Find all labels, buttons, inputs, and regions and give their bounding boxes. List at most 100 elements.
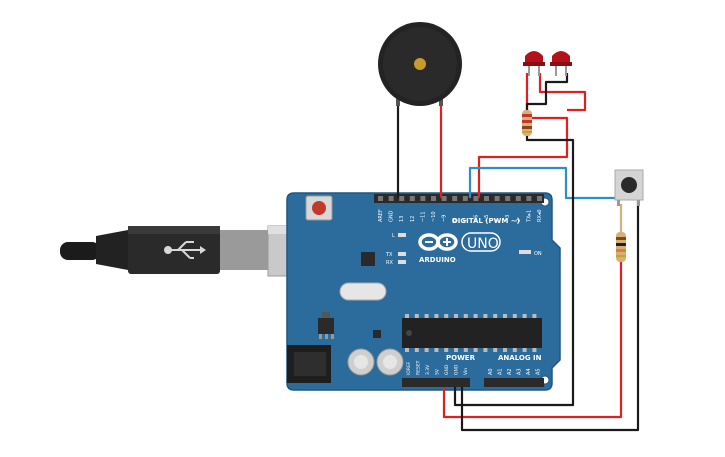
chip-pin	[512, 314, 517, 318]
power-pin-label: Vin	[463, 368, 469, 375]
header-pin[interactable]	[462, 196, 468, 201]
header-pin[interactable]	[484, 196, 489, 201]
digital-pin-label: ~5	[484, 215, 490, 222]
capacitor	[347, 348, 375, 376]
tx-led	[398, 252, 406, 256]
chip-pin	[454, 348, 458, 352]
digital-label: DIGITAL (PWM ~)	[452, 217, 520, 225]
rx-led	[398, 260, 406, 264]
chip-pin	[493, 314, 498, 318]
brand-text: ARDUINO	[419, 256, 456, 264]
chip-pin	[434, 314, 439, 318]
analog-pin-label: A5	[536, 368, 542, 375]
on-led	[519, 250, 531, 254]
chip-pin	[493, 348, 498, 352]
chip-pin	[424, 314, 429, 318]
digital-pin-label: ~11	[420, 211, 426, 222]
chip-pin	[405, 314, 409, 318]
usb-plug-bevel	[128, 226, 220, 234]
chip-pin	[483, 348, 488, 352]
chip-pin	[405, 348, 409, 352]
analog-header	[484, 378, 544, 387]
atmega-microcontroller	[402, 314, 542, 352]
chip-pin	[473, 348, 478, 352]
digital-pin-label: 2	[516, 219, 522, 222]
red-led-icon[interactable]	[550, 51, 572, 76]
chip-pin	[444, 314, 449, 318]
wire-led-anode[interactable]	[538, 73, 587, 112]
header-pin[interactable]	[420, 196, 426, 201]
header-pin[interactable]	[452, 196, 458, 201]
header-pin[interactable]	[409, 196, 415, 201]
analog-pin-label: A2	[507, 368, 513, 375]
header-pin[interactable]	[431, 196, 436, 201]
header-pin[interactable]	[388, 196, 394, 201]
pushbutton-icon[interactable]	[614, 169, 644, 206]
power-header	[402, 378, 470, 387]
header-pin[interactable]	[526, 196, 532, 201]
chip-pin	[473, 314, 478, 318]
digital-pin-label: ~6	[473, 215, 479, 222]
usb-plug-connector	[220, 230, 268, 270]
uno-badge	[461, 232, 501, 252]
digital-header	[374, 194, 544, 203]
digital-pin-label: ~3	[505, 215, 511, 222]
digital-pin-label: GND	[389, 210, 395, 222]
resistor-icon[interactable]	[522, 110, 532, 136]
chip-pin	[503, 314, 507, 318]
usb-cable-wire	[60, 242, 100, 260]
smd-component	[373, 330, 381, 338]
on-label: ON	[534, 251, 542, 257]
chip-pin	[414, 348, 419, 352]
header-pin[interactable]	[494, 196, 500, 201]
chip-pin	[483, 314, 488, 318]
wire-pin7-button[interactable]	[468, 166, 616, 200]
analog-pin-label: A1	[498, 368, 504, 375]
piezo-buzzer-icon[interactable]	[378, 22, 462, 106]
reset-button[interactable]	[305, 195, 333, 221]
usb-chip	[361, 252, 375, 266]
chip-pin	[434, 348, 439, 352]
header-pin[interactable]	[473, 196, 479, 201]
header-pin[interactable]	[378, 196, 383, 201]
usb-cable-boot	[96, 230, 128, 270]
capacitor	[376, 348, 404, 376]
chip-pin	[463, 314, 468, 318]
digital-pin-label: RX◂0	[537, 209, 543, 222]
resistor-icon[interactable]	[616, 232, 626, 262]
header-pin[interactable]	[537, 196, 542, 201]
crystal-oscillator	[339, 282, 387, 301]
dc-barrel-jack[interactable]	[287, 345, 331, 383]
power-pin-label: RESET	[416, 360, 422, 375]
power-pin-label: 3.3V	[425, 364, 431, 375]
voltage-regulator	[318, 312, 334, 339]
analog-pin-label: A3	[517, 368, 523, 375]
analog-pin-label: A4	[526, 368, 532, 375]
wire-button-gnd[interactable]	[460, 198, 640, 432]
usb-icon	[164, 241, 206, 259]
power-pin-label: GND	[444, 364, 450, 375]
header-pin[interactable]	[505, 196, 511, 201]
header-pin[interactable]	[399, 196, 405, 201]
chip-pin	[512, 348, 517, 352]
wire-button-5v[interactable]	[442, 262, 623, 419]
chip-pin	[522, 348, 527, 352]
header-pin[interactable]	[515, 196, 521, 201]
chip-pin	[414, 314, 419, 318]
power-pin-label: IOREF	[406, 361, 412, 375]
digital-pin-label: ~9	[442, 215, 448, 222]
digital-pin-label: ~10	[431, 211, 437, 222]
arduino-logo-icon	[418, 233, 458, 251]
chip-pin	[424, 348, 429, 352]
digital-pin-label: AREF	[378, 209, 384, 222]
red-led-icon[interactable]	[523, 51, 545, 76]
rx-led-label: RX	[386, 260, 393, 266]
header-pin[interactable]	[441, 196, 447, 201]
chip-pin	[503, 348, 507, 352]
digital-pin-label: 8	[452, 219, 458, 222]
chip-pin	[463, 348, 468, 352]
chip-pin	[522, 314, 527, 318]
